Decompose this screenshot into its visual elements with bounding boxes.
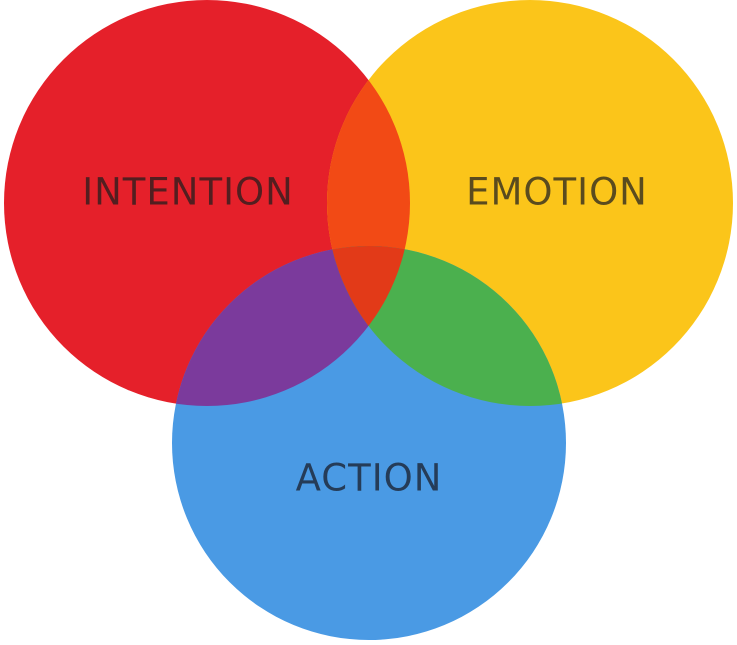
overlap-emotion-action [327,246,566,406]
overlap-intention-action [172,246,410,406]
label-emotion: EMOTION [466,171,648,214]
label-action: ACTION [296,457,443,500]
label-intention: INTENTION [82,171,294,214]
